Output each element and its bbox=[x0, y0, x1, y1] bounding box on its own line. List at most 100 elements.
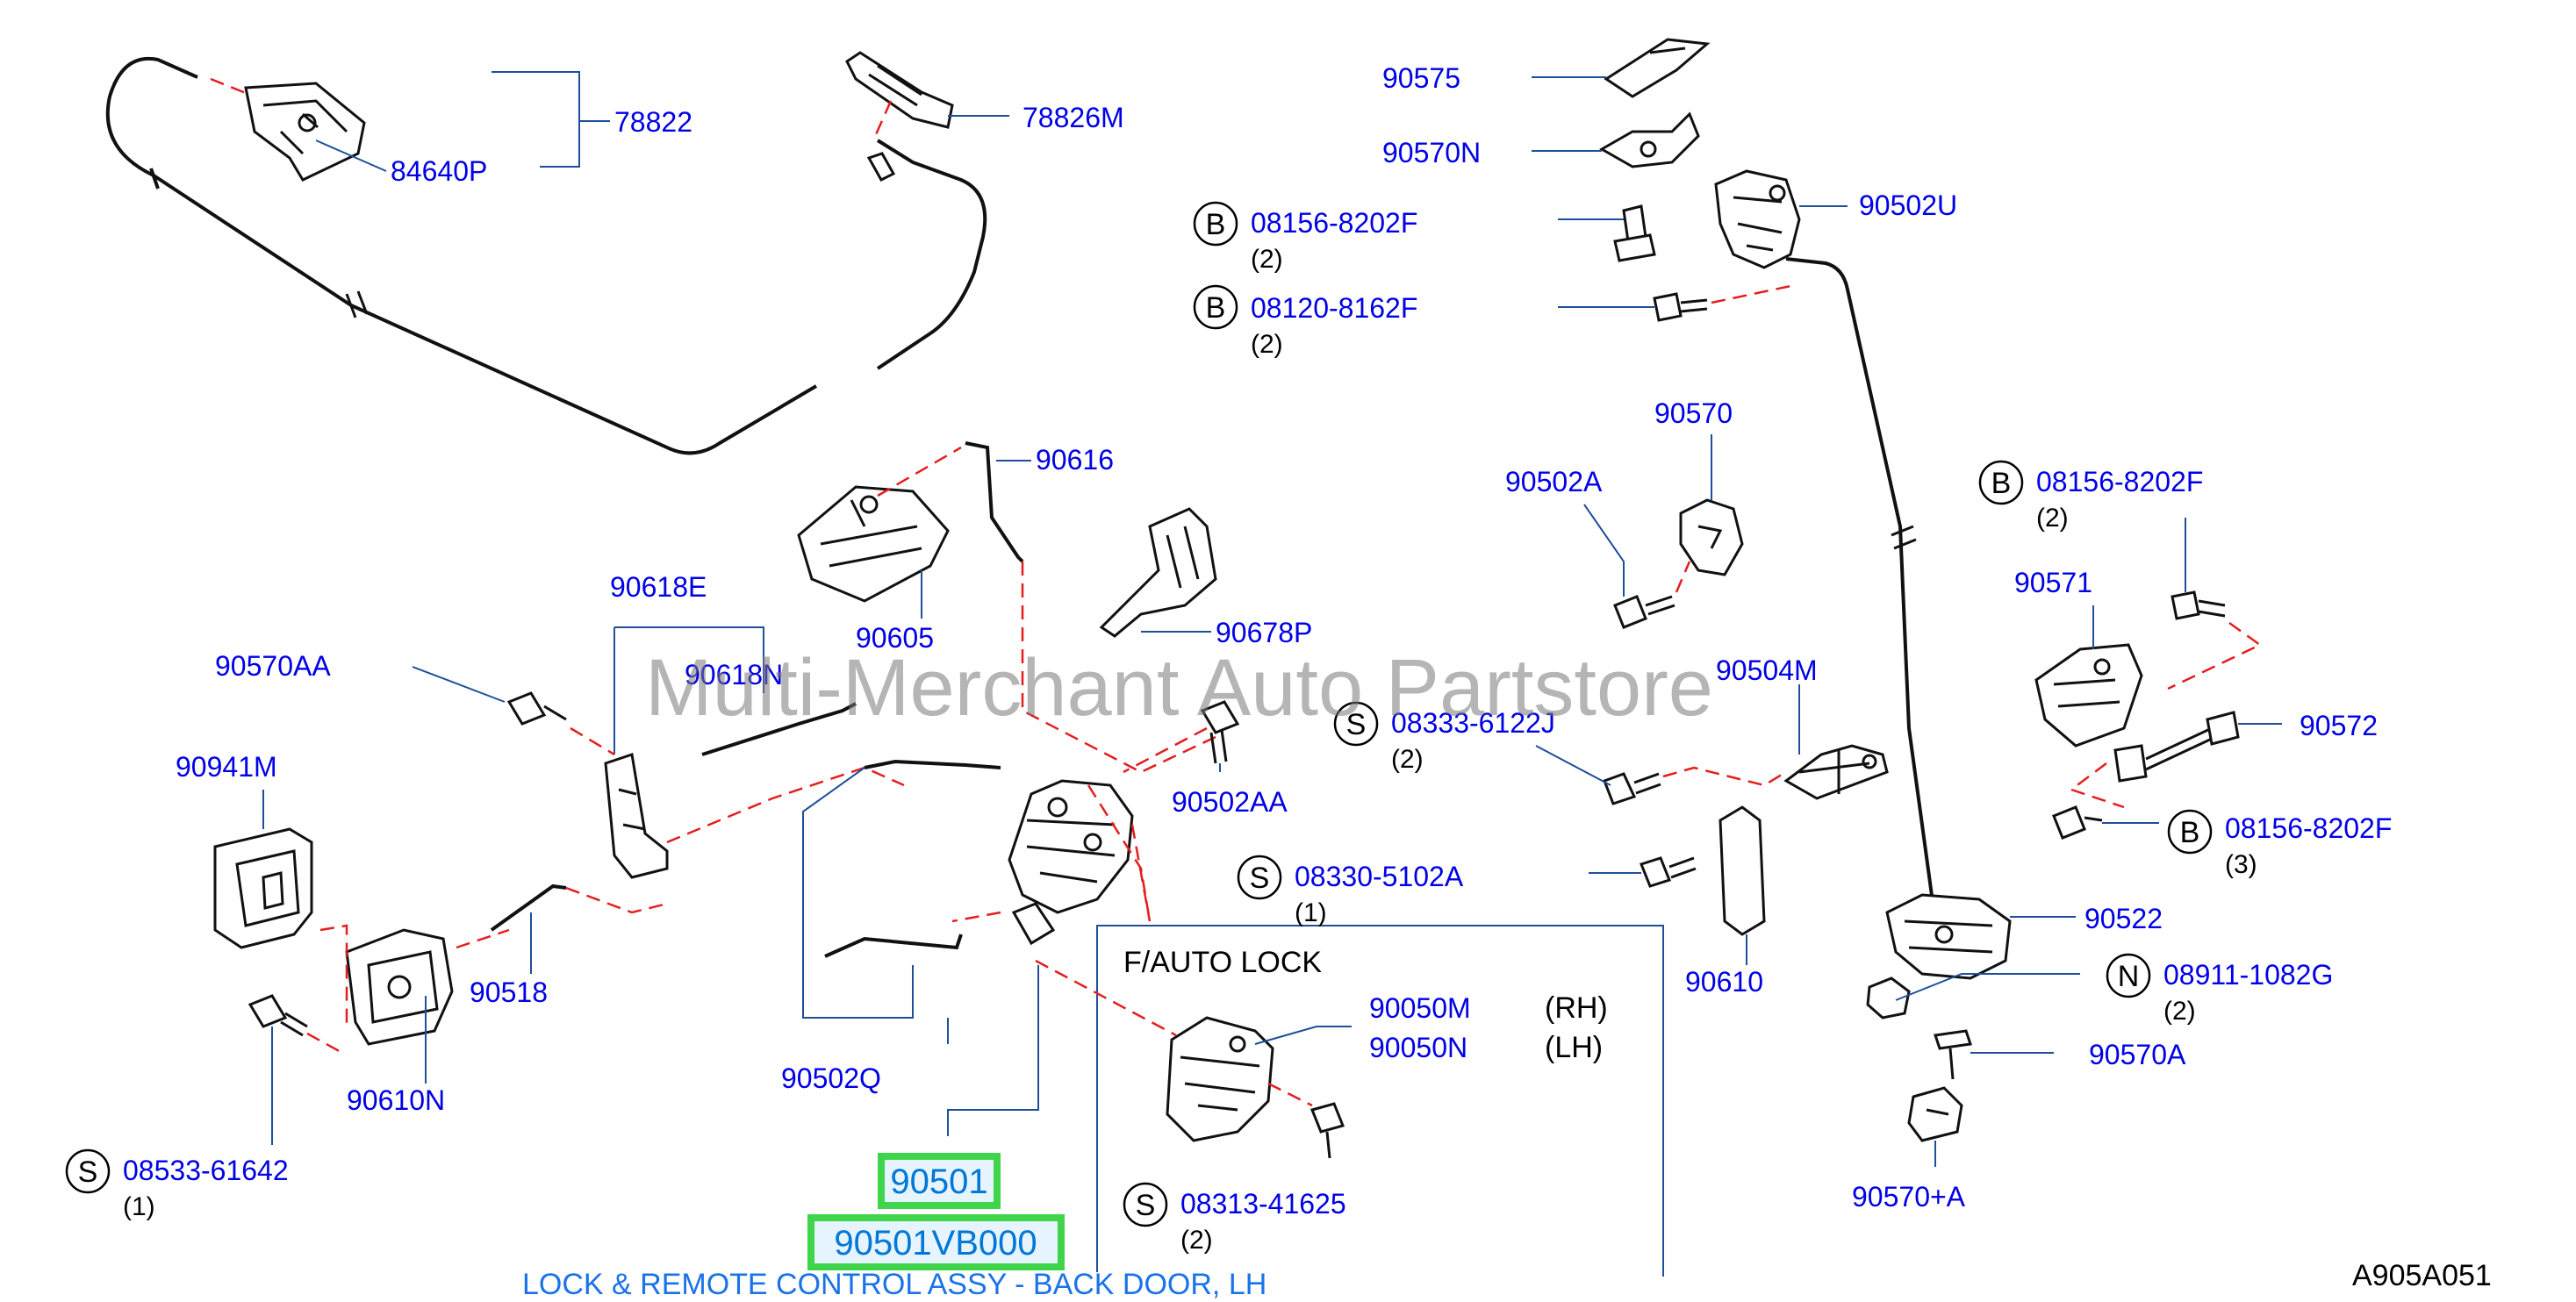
label-78822: 78822 bbox=[614, 106, 692, 138]
label-90502AA: 90502AA bbox=[1172, 786, 1288, 818]
marker-bolt-4 bbox=[2167, 809, 2213, 855]
label-08156-a: 08156-8202F bbox=[1251, 207, 1417, 239]
bolt-08156-c bbox=[2052, 805, 2103, 840]
screw-90570A bbox=[1934, 1029, 1972, 1080]
label-90570pA: 90570+A bbox=[1852, 1181, 1966, 1213]
label-rh: (RH) bbox=[1545, 991, 1608, 1025]
screw-08533 bbox=[248, 994, 308, 1037]
label-90502A: 90502A bbox=[1505, 466, 1603, 497]
label-90050N: 90050N bbox=[1369, 1032, 1467, 1063]
screw-08333 bbox=[1603, 772, 1661, 805]
label-90570AA: 90570AA bbox=[215, 650, 331, 682]
label-90050M: 90050M bbox=[1369, 992, 1471, 1024]
marker-nut bbox=[2106, 953, 2151, 998]
label-90570: 90570 bbox=[1654, 397, 1733, 429]
label-90570A: 90570A bbox=[2089, 1039, 2186, 1070]
marker-screw-3-letter: S bbox=[1346, 708, 1367, 741]
qty-08156-b: (2) bbox=[2036, 504, 2069, 533]
label-08911: 08911-1082G bbox=[2163, 959, 2333, 991]
label-90571: 90571 bbox=[2014, 567, 2092, 598]
label-90618N: 90618N bbox=[685, 659, 783, 690]
qty-08330: (1) bbox=[1295, 898, 1327, 927]
marker-bolt-1-letter: B bbox=[1206, 208, 1226, 241]
cable-78822 bbox=[105, 56, 818, 455]
bracket-90618E bbox=[604, 753, 669, 879]
screw-08330 bbox=[1640, 856, 1697, 888]
marker-nut-letter: N bbox=[2118, 960, 2140, 993]
bolt-08156-b bbox=[2171, 590, 2226, 620]
inset-frame bbox=[1096, 925, 1664, 1277]
highlight-label-90501VB000[interactable]: 90501VB000 bbox=[834, 1224, 1037, 1263]
label-90504M: 90504M bbox=[1716, 655, 1818, 686]
label-90518: 90518 bbox=[470, 976, 548, 1008]
marker-bolt-4-letter: B bbox=[2180, 816, 2200, 849]
lever-90504M bbox=[1783, 744, 1889, 800]
label-90522: 90522 bbox=[2084, 903, 2163, 934]
label-84640P: 84640P bbox=[391, 155, 487, 187]
bracket-90678P bbox=[1099, 507, 1217, 638]
inset-title: F/AUTO LOCK bbox=[1123, 946, 1322, 979]
highlight-box-90501VB000[interactable] bbox=[807, 1214, 1065, 1270]
label-08313: 08313-41625 bbox=[1180, 1188, 1346, 1220]
marker-bolt-3 bbox=[1978, 460, 2024, 505]
handle-base-90610N bbox=[345, 928, 454, 1046]
label-90572: 90572 bbox=[2300, 710, 2378, 741]
rod-90618N bbox=[701, 702, 857, 756]
qty-08156-c: (3) bbox=[2225, 850, 2257, 879]
watermark: Multi-Merchant Auto Partstore bbox=[645, 643, 1713, 733]
label-90610N: 90610N bbox=[347, 1084, 445, 1116]
marker-screw-1-letter: S bbox=[78, 1155, 98, 1189]
motor-90605 bbox=[797, 485, 950, 603]
marker-screw-2-letter: S bbox=[1250, 862, 1270, 895]
highlight-label-90501[interactable]: 90501 bbox=[890, 1162, 987, 1201]
label-08156-c: 08156-8202F bbox=[2225, 812, 2392, 844]
cable-78826M bbox=[845, 51, 987, 370]
actuator-90050 bbox=[1166, 1016, 1274, 1142]
highlighted-part[interactable]: 90501 90501VB000 bbox=[807, 1153, 1065, 1270]
bolt-90502A bbox=[1613, 595, 1675, 629]
rod-90610 bbox=[1719, 805, 1766, 936]
qty-08120: (2) bbox=[1251, 330, 1283, 359]
bracket-90570 bbox=[1679, 498, 1744, 576]
handle-90941M bbox=[213, 827, 313, 949]
highlight-box-90501[interactable] bbox=[878, 1153, 1001, 1209]
marker-bolt-2-letter: B bbox=[1206, 291, 1226, 325]
label-08330: 08330-5102A bbox=[1295, 861, 1464, 892]
label-90616: 90616 bbox=[1036, 444, 1114, 476]
label-90502Q: 90502Q bbox=[781, 1062, 881, 1094]
label-08156-b: 08156-8202F bbox=[2036, 466, 2203, 497]
bolt-90502AA bbox=[1200, 700, 1240, 764]
rod-right bbox=[1785, 257, 1937, 922]
bracket-90570N bbox=[1598, 111, 1700, 168]
qty-08911: (2) bbox=[2163, 997, 2196, 1026]
latch-90522 bbox=[1885, 893, 2012, 980]
qty-08156-a: (2) bbox=[1251, 245, 1283, 274]
label-90575: 90575 bbox=[1382, 62, 1460, 94]
bracket-90570pA bbox=[1907, 1086, 1963, 1142]
qty-08533: (1) bbox=[123, 1192, 155, 1221]
handle-84640P bbox=[244, 82, 366, 182]
label-90941M: 90941M bbox=[176, 751, 277, 783]
label-90618E: 90618E bbox=[610, 571, 707, 603]
marker-bolt-3-letter: B bbox=[1991, 467, 2012, 500]
qty-08313: (2) bbox=[1180, 1226, 1213, 1255]
bracket-90572 bbox=[2113, 711, 2240, 783]
marker-bolt-1 bbox=[1193, 201, 1238, 247]
rod-90616 bbox=[965, 441, 1024, 563]
label-90605: 90605 bbox=[856, 622, 934, 654]
marker-bolt-2 bbox=[1193, 284, 1238, 330]
marker-screw-4 bbox=[1123, 1182, 1168, 1227]
label-90502U: 90502U bbox=[1859, 190, 1957, 221]
label-90610: 90610 bbox=[1685, 966, 1763, 998]
label-08533: 08533-61642 bbox=[123, 1155, 289, 1186]
marker-screw-1 bbox=[65, 1148, 111, 1194]
rod-90502Q-lower bbox=[824, 934, 963, 958]
label-lh: (LH) bbox=[1545, 1031, 1603, 1064]
label-90678P: 90678P bbox=[1216, 617, 1312, 648]
part-caption: LOCK & REMOTE CONTROL ASSY - BACK DOOR, … bbox=[522, 1268, 1266, 1301]
bracket-90575 bbox=[1604, 38, 1711, 98]
label-08120: 08120-8162F bbox=[1251, 292, 1417, 324]
label-08333: 08333-6122J bbox=[1391, 707, 1555, 739]
marker-screw-2 bbox=[1237, 855, 1282, 900]
